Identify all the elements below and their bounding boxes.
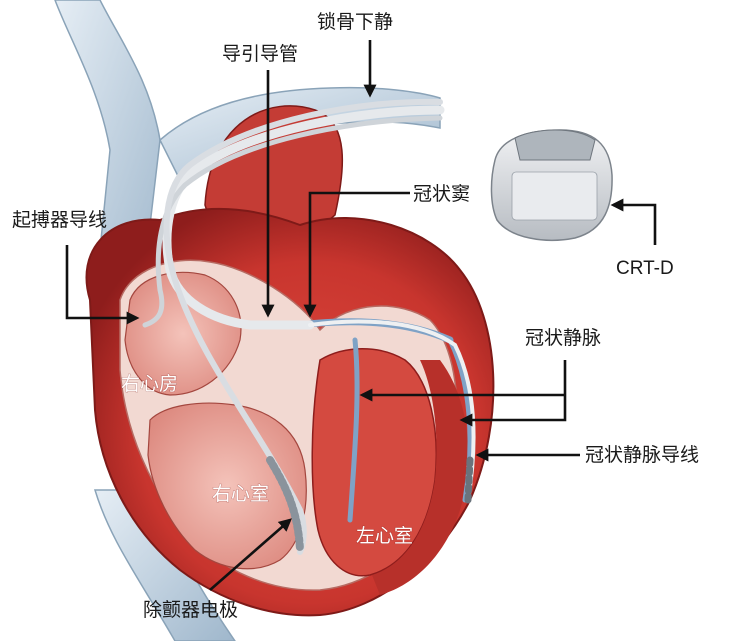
rv-defibrillator-lead — [163, 98, 443, 555]
device-label-plate — [511, 171, 598, 221]
leads — [142, 98, 476, 555]
ra-pacemaker-lead — [142, 115, 443, 328]
pointer-arrows — [65, 40, 657, 591]
device-header — [514, 129, 596, 161]
coronary-vein-branch-1 — [347, 337, 360, 523]
labels: 锁骨下静 导引导管 冠状窦 起搏器导线 CRT-D 冠状静脉 右心房 右心室 左… — [12, 11, 699, 621]
left-ventricle-chamber — [311, 348, 437, 577]
label-coronary-sinus: 冠状窦 — [413, 183, 470, 205]
label-guide-catheter: 导引导管 — [222, 43, 298, 65]
crt-d-device — [490, 129, 613, 241]
coronary-vein-arrow — [459, 360, 567, 427]
rv-lead-coil — [266, 456, 304, 554]
label-right-atrium: 右心房 — [121, 373, 178, 395]
defibrillator-arrow — [209, 518, 292, 591]
left-ventricle-wall — [372, 360, 469, 595]
label-pacemaker-lead: 起搏器导线 — [12, 209, 107, 231]
label-defibrillator-electrode: 除颤器电极 — [143, 599, 238, 621]
coronary-sinus-arrow — [303, 191, 410, 318]
crt-d-arrow — [610, 198, 657, 245]
label-crt-d: CRT-D — [616, 258, 674, 279]
lv-coronary-vein-lead — [308, 319, 476, 502]
label-coronary-vein-lead: 冠状静脉导线 — [585, 444, 699, 466]
label-right-ventricle: 右心室 — [212, 483, 269, 505]
lv-lead-electrodes — [464, 456, 474, 504]
pacemaker-lead-arrow — [65, 245, 140, 325]
label-coronary-vein: 冠状静脉 — [525, 327, 601, 349]
label-left-ventricle: 左心室 — [356, 525, 413, 547]
label-subclavian-vein: 锁骨下静 — [317, 11, 393, 33]
